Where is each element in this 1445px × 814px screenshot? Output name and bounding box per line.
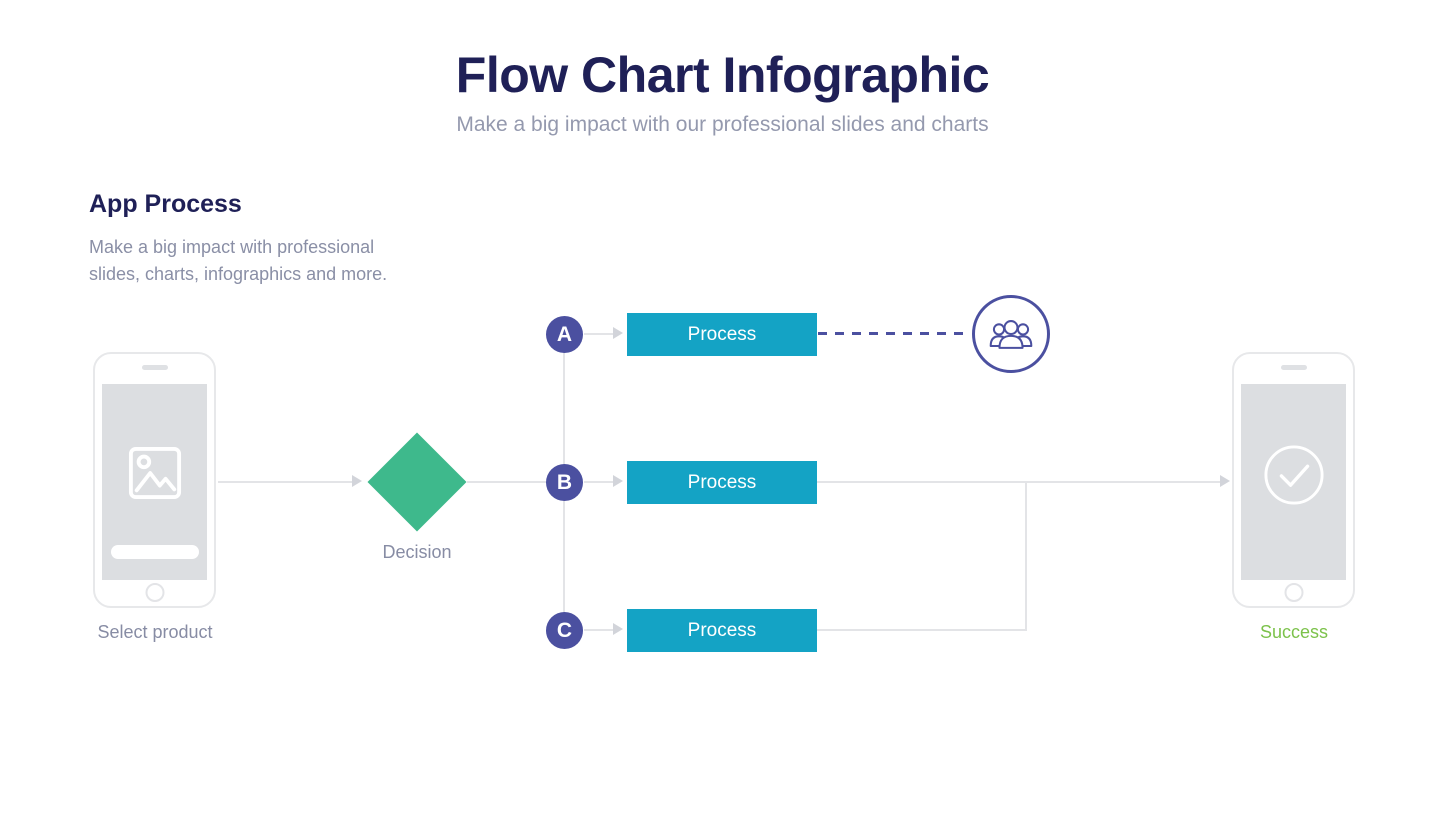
start-label: Select product <box>97 622 213 642</box>
end-label: Success <box>1259 622 1329 642</box>
connector-node-c-to-process <box>584 629 614 631</box>
arrowhead-end <box>1220 475 1230 487</box>
users-group-icon <box>989 320 1033 349</box>
phone-home-button <box>145 583 164 602</box>
arrowhead-process-c <box>613 623 623 635</box>
process-a-label: Process <box>687 323 757 345</box>
connector-c-join-b <box>1025 482 1027 630</box>
image-placeholder-icon <box>128 446 181 500</box>
connector-start-to-decision <box>218 481 353 483</box>
users-badge <box>972 295 1050 373</box>
page-title: Flow Chart Infographic <box>455 47 990 103</box>
decision-label: Decision <box>382 542 452 562</box>
start-phone <box>93 352 216 608</box>
phone-speaker <box>1280 365 1307 370</box>
decision-diamond <box>367 432 467 532</box>
section-description: Make a big impact with professional slid… <box>89 237 388 284</box>
phone-button-pill <box>110 545 199 559</box>
arrowhead-process-a <box>613 327 623 339</box>
node-c-letter: C <box>556 618 573 642</box>
connector-process-a-to-users <box>818 332 969 335</box>
connector-node-a-to-process <box>584 333 614 335</box>
intro-block: App Process Make a big impact with profe… <box>89 190 449 288</box>
arrowhead-decision <box>352 475 362 487</box>
connector-process-b-to-end <box>817 481 1221 483</box>
process-b-label: Process <box>687 471 757 493</box>
start-phone-screen <box>102 384 207 580</box>
process-box-c: Process <box>627 609 817 652</box>
node-b-letter: B <box>556 470 573 494</box>
section-heading: App Process <box>89 190 242 218</box>
node-a: A <box>546 316 583 353</box>
process-box-a: Process <box>627 313 817 356</box>
phone-speaker <box>141 365 168 370</box>
node-a-letter: A <box>556 322 573 346</box>
node-c: C <box>546 612 583 649</box>
checkmark-icon <box>1263 445 1324 505</box>
process-box-b: Process <box>627 461 817 504</box>
connector-node-b-to-process <box>584 481 614 483</box>
connector-decision-to-node-b <box>467 481 564 483</box>
end-phone-screen <box>1241 384 1346 580</box>
end-phone <box>1232 352 1355 608</box>
page-subtitle: Make a big impact with our professional … <box>456 113 989 136</box>
connector-process-c-out <box>817 629 1027 631</box>
phone-home-button <box>1284 583 1303 602</box>
process-c-label: Process <box>687 619 757 641</box>
header: Flow Chart Infographic Make a big impact… <box>0 48 1445 137</box>
arrowhead-process-b <box>613 475 623 487</box>
node-b: B <box>546 464 583 501</box>
